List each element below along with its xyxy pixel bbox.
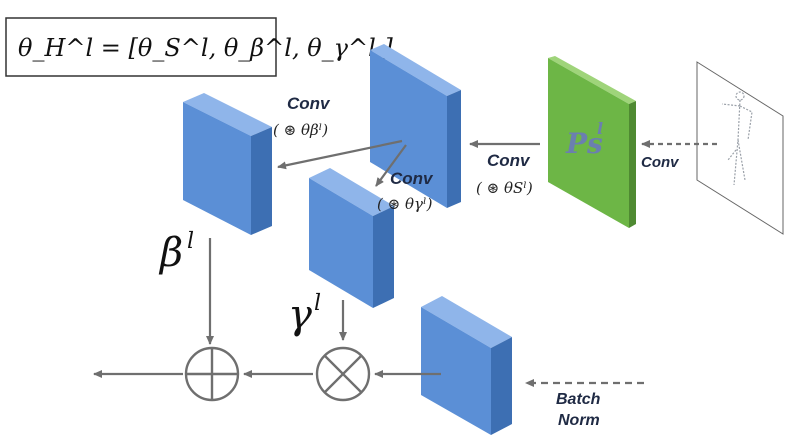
- beta-symbol: β: [158, 230, 183, 276]
- pose-map-block: Ps l: [548, 56, 636, 228]
- batchnorm-label-line1: Batch: [556, 391, 601, 408]
- pose-map-superscript: l: [597, 119, 603, 138]
- beta-feature-block: [183, 93, 272, 235]
- gamma-symbol: γ: [288, 292, 312, 338]
- equation-box: θ_H^l = [θ_S^l, θ_β^l, θ_γ^l ]: [5, 17, 393, 77]
- pose-map-label: Ps: [565, 127, 603, 160]
- add-operator-icon: [184, 346, 240, 402]
- central-to-beta-arrow: [277, 139, 403, 170]
- conv-s-label: Conv: [487, 151, 531, 170]
- conv-gamma-param: ( ⊛ θγˡ): [377, 195, 433, 213]
- batchnorm-label-line2: Norm: [558, 412, 600, 429]
- central-to-gamma-arrow: [375, 144, 407, 187]
- equation-text: θ_H^l = [θ_S^l, θ_β^l, θ_γ^l ]: [18, 34, 393, 62]
- conv-gamma-label: Conv: [390, 169, 434, 188]
- conv-beta-param: ( ⊛ θβˡ): [273, 121, 328, 139]
- gamma-feature-block: [309, 168, 394, 308]
- pose-skeleton-figure: [721, 91, 753, 186]
- batchnorm-feature-block: [421, 296, 512, 435]
- conv-beta-label: Conv: [287, 94, 331, 113]
- conv-pose-label: Conv: [641, 154, 680, 171]
- conv-s-param: ( ⊛ θSˡ): [476, 179, 533, 197]
- multiply-operator-icon: [315, 346, 371, 402]
- beta-superscript: l: [187, 229, 194, 254]
- pose-image: [696, 61, 784, 235]
- gamma-superscript: l: [314, 291, 321, 316]
